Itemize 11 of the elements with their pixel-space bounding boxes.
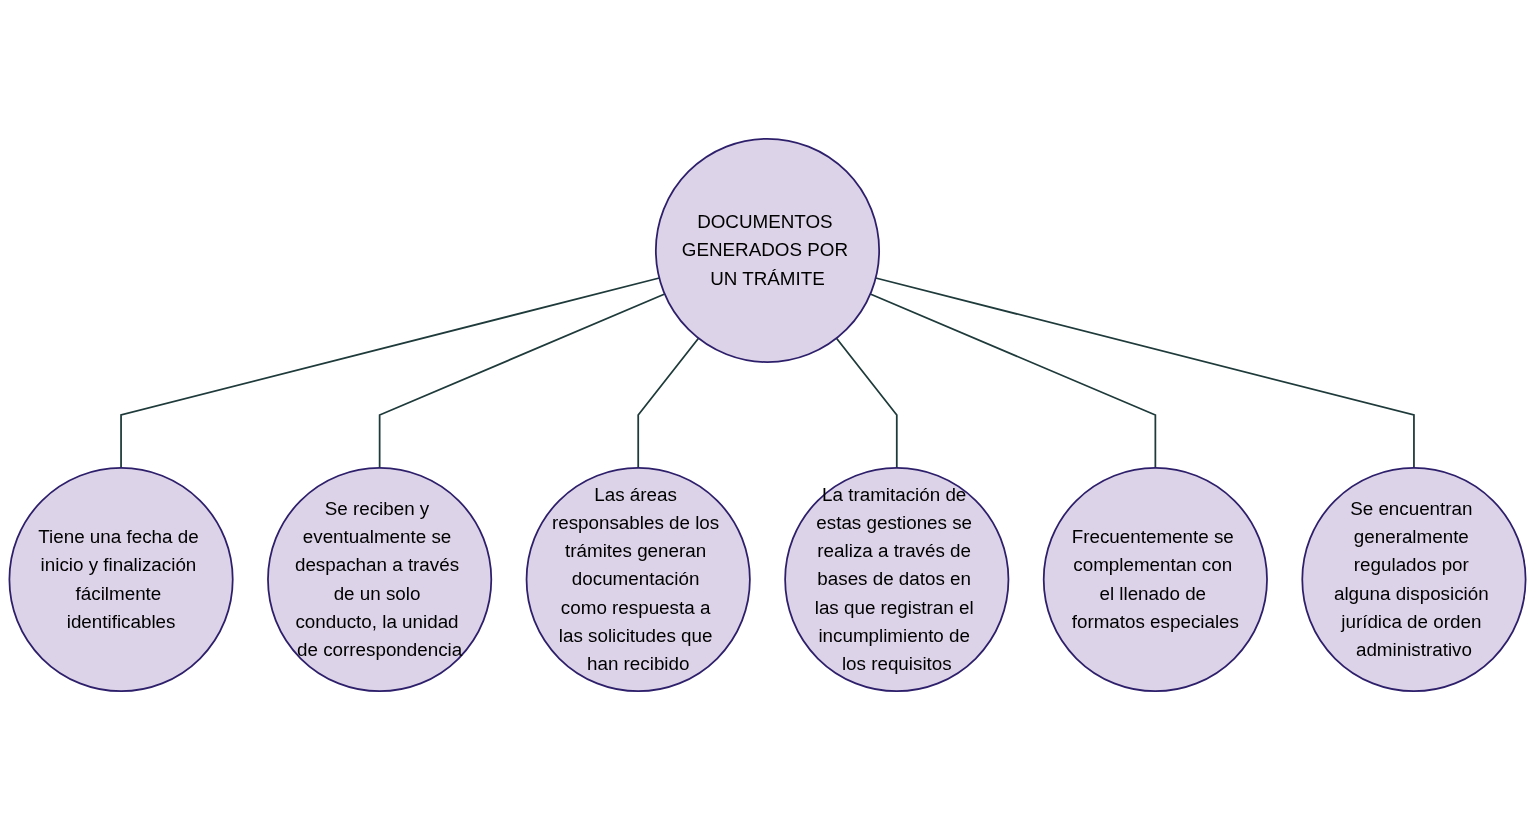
node-circle: Frecuentemente se complementan con el llenado de formatos especiales bbox=[1042, 467, 1268, 693]
connector bbox=[378, 293, 666, 469]
node-circle: Se reciben y eventualmente se despachan a través de un solo conducto, la unidad de correspondencia bbox=[267, 467, 493, 693]
node-circle: La tramitación de estas gestiones se realiza a través de bases de datos en las que registran el incumplimiento de los requisitos bbox=[784, 467, 1010, 693]
connector bbox=[637, 337, 700, 469]
connector bbox=[835, 337, 898, 469]
connector bbox=[869, 293, 1157, 469]
node-circle: DOCUMENTOS GENERADOS POR UN TRÁMITE bbox=[654, 137, 881, 363]
node-circle: Se encuentran generalmente regulados por alguna disposición jurídica de orden administrativo bbox=[1301, 467, 1527, 693]
node-circle: Tiene una fecha de inicio y finalización fácilmente identificables bbox=[8, 467, 234, 693]
node-circle: Las áreas responsables de los trámites generan documentación como respuesta a las solicitudes que han recibido bbox=[525, 467, 751, 693]
